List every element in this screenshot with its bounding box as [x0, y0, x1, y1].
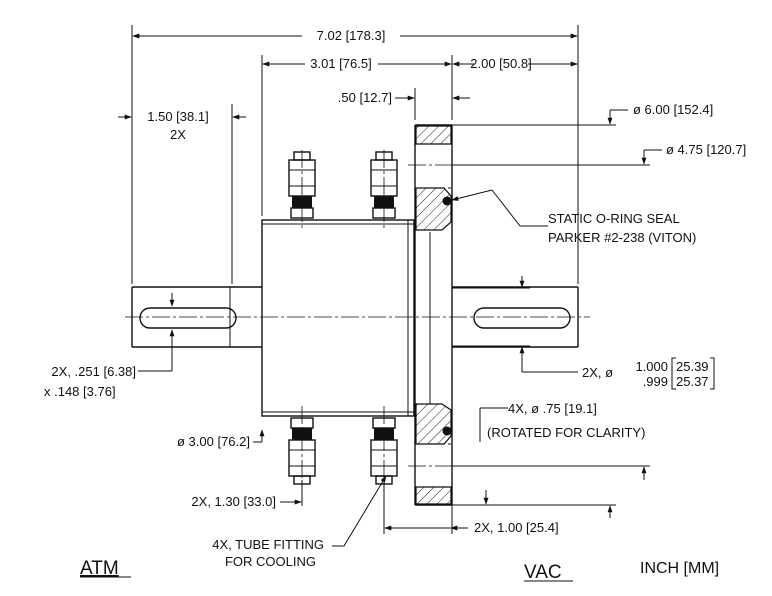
dim-atm-shaft-qty: 2X	[170, 127, 186, 142]
fitting-note-line1: 4X, TUBE FITTING	[212, 537, 324, 552]
dim-keyway-width: 2X, .251 [6.38]	[51, 364, 136, 379]
dim-shaft-dia-lower: .999	[643, 374, 668, 389]
tube-fitting-bottom-right	[370, 417, 398, 485]
dim-shaft-dia-prefix: 2X, ø	[582, 365, 613, 380]
right-shaft	[452, 286, 579, 348]
dimension-lines	[118, 33, 662, 547]
vac-label: VAC	[524, 562, 562, 583]
dim-shaft-dia-mm-upper: 25.39	[676, 359, 709, 374]
dim-flange-thickness: .50 [12.7]	[338, 90, 392, 105]
bolt-holes-note: (ROTATED FOR CLARITY)	[487, 425, 645, 440]
fitting-note-line2: FOR COOLING	[225, 554, 316, 569]
tube-fitting-top-left	[288, 151, 316, 219]
flange	[414, 124, 453, 506]
dim-keyway-depth: x .148 [3.76]	[44, 384, 116, 399]
centerlines	[125, 150, 590, 486]
dim-shaft-dia-upper: 1.000	[635, 359, 668, 374]
dim-bolt-circle: ø 4.75 [120.7]	[666, 142, 746, 157]
oring-top	[442, 196, 452, 206]
tube-fitting-top-right	[370, 151, 398, 219]
atm-label: ATM	[80, 558, 119, 579]
dim-body-dia: ø 3.00 [76.2]	[177, 434, 250, 449]
oring-note-line1: STATIC O-RING SEAL	[548, 211, 680, 226]
dim-fitting-spacing: 2X, 1.30 [33.0]	[191, 494, 276, 509]
dim-overall-length: 7.02 [178.3]	[317, 28, 386, 43]
bracket-left	[671, 357, 676, 390]
dim-atm-shaft-length: 1.50 [38.1]	[147, 109, 208, 124]
dim-vac-shaft-length: 2.00 [50.8]	[470, 56, 531, 71]
bracket-right	[710, 357, 715, 390]
dim-flange-od: ø 6.00 [152.4]	[633, 102, 713, 117]
dim-flange-offset: 2X, 1.00 [25.4]	[474, 520, 559, 535]
units-label: INCH [MM]	[640, 560, 719, 577]
oring-note-line2: PARKER #2-238 (VITON)	[548, 230, 696, 245]
tube-fitting-bottom-left	[288, 417, 316, 485]
dim-body-length: 3.01 [76.5]	[310, 56, 371, 71]
dim-shaft-dia-mm-lower: 25.37	[676, 374, 709, 389]
extension-lines	[131, 25, 650, 534]
housing-body	[261, 219, 415, 417]
dim-bolt-holes: 4X, ø .75 [19.1]	[508, 401, 597, 416]
oring-bottom	[442, 426, 452, 436]
